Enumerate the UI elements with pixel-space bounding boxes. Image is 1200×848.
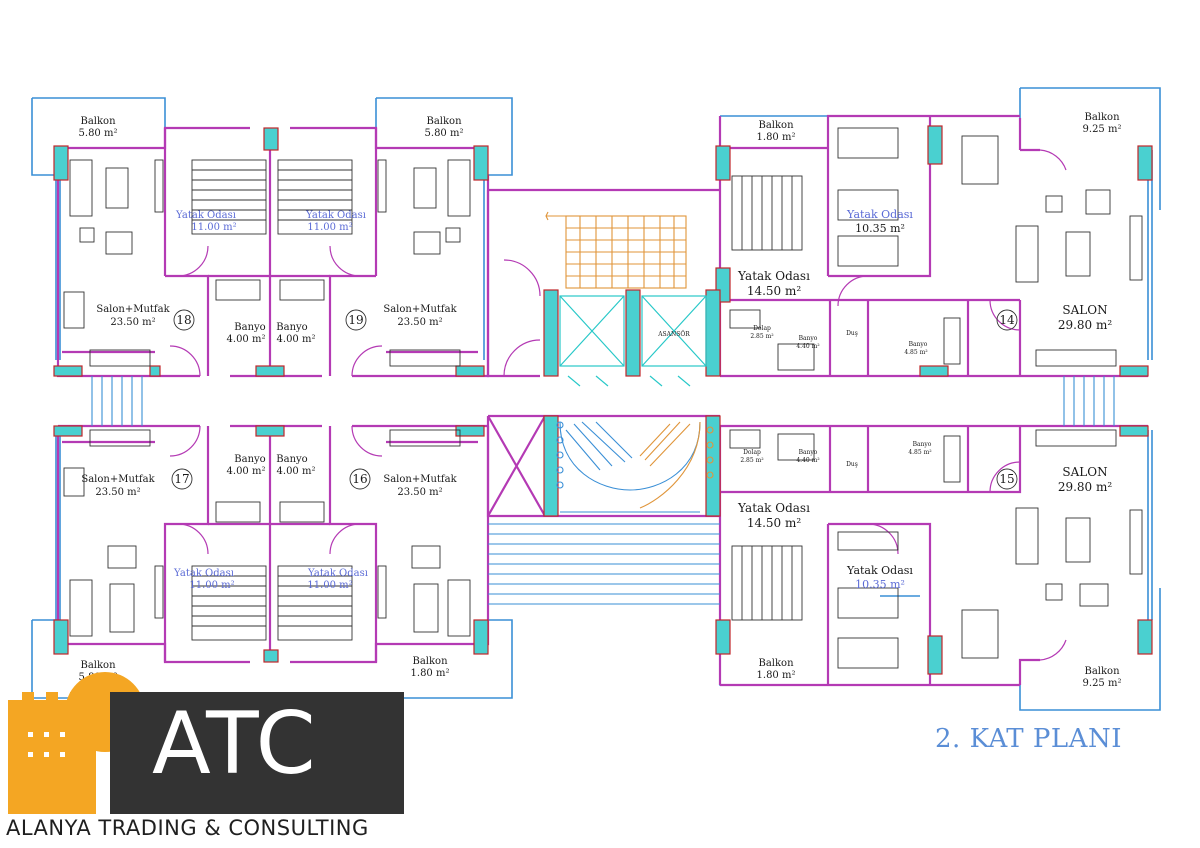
label-u15-dus: Duş [846, 461, 858, 468]
staircase-upper [545, 211, 687, 289]
label-u19-yatak: Yatak Odası [305, 210, 366, 221]
area-u14-dolap: 2.85 m² [750, 333, 774, 340]
logo-wordmark: ATC [152, 694, 318, 794]
logo-dark-panel [110, 692, 404, 814]
area-u14-yatak-big: 14.50 m² [747, 284, 802, 298]
area-u18-yatak: 11.00 m² [191, 222, 236, 233]
area-u17-banyo: 4.00 m² [227, 466, 266, 477]
area-u15-balkon-big: 9.25 m² [1083, 678, 1122, 689]
unit-number-labels: 18 19 14 17 16 15 [174, 313, 1015, 486]
staircase-lower [556, 421, 714, 513]
unit-badge-17 [171, 468, 193, 490]
walls [56, 114, 1148, 687]
balcony-outlines [31, 87, 1161, 711]
area-u17-yatak: 11.00 m² [189, 580, 234, 591]
area-u19-banyo: 4.00 m² [277, 334, 316, 345]
label-u18-salon: Salon+Mutfak [96, 304, 170, 315]
area-u15-yatak-small: 10.35 m² [855, 578, 905, 591]
label-u15-yatak-big: Yatak Odası [737, 501, 810, 515]
label-u19-salon: Salon+Mutfak [383, 304, 457, 315]
label-asansor: ASANSÖR [657, 331, 690, 338]
area-u16-yatak: 11.00 m² [307, 580, 352, 591]
area-u18-banyo: 4.00 m² [227, 334, 266, 345]
label-u18-banyo: Banyo [234, 322, 265, 333]
area-u14-yatak-small: 10.35 m² [855, 222, 905, 235]
unit-number-14: 14 [999, 313, 1015, 327]
label-u14-dolap: Dolap [753, 325, 771, 332]
area-u16-banyo: 4.00 m² [277, 466, 316, 477]
label-u16-balkon: Balkon [412, 656, 448, 667]
room-labels: Balkon 5.80 m² Balkon 5.80 m² Yatak Odas… [79, 112, 1122, 689]
structural-columns [53, 125, 1153, 675]
area-u15-salon: 29.80 m² [1058, 480, 1113, 494]
label-u15-balkon-big: Balkon [1084, 666, 1120, 677]
label-u15-banyo2: Banyo [913, 441, 932, 448]
area-u14-salon: 29.80 m² [1058, 318, 1113, 332]
logo-tower-windows [28, 732, 65, 757]
label-u19-balkon: Balkon [426, 116, 462, 127]
label-u19-banyo: Banyo [276, 322, 307, 333]
label-u15-yatak-small: Yatak Odası [846, 564, 913, 577]
area-u15-banyo2: 4.85 m² [908, 449, 932, 456]
label-u14-yatak-big: Yatak Odası [737, 269, 810, 283]
unit-number-18: 18 [176, 313, 191, 327]
label-u14-banyo2: Banyo [909, 341, 928, 348]
label-u14-balkon-big: Balkon [1084, 112, 1120, 123]
label-u16-salon: Salon+Mutfak [383, 474, 457, 485]
area-u14-banyo1: 4.40 m² [796, 343, 820, 350]
area-u15-yatak-big: 14.50 m² [747, 516, 802, 530]
unit-badge-16 [349, 468, 371, 490]
area-u15-balkon-small: 1.80 m² [757, 670, 796, 681]
elevators [559, 295, 707, 387]
unit-numbers [171, 309, 1018, 490]
area-u15-dolap: 2.85 m² [740, 457, 764, 464]
unit-number-17: 17 [174, 472, 189, 486]
doors [169, 149, 1067, 661]
area-u16-salon: 23.50 m² [397, 487, 442, 498]
area-u17-salon: 23.50 m² [95, 487, 140, 498]
furniture [63, 127, 1143, 669]
label-u16-banyo: Banyo [276, 454, 307, 465]
label-u17-banyo: Banyo [234, 454, 265, 465]
area-u15-banyo1: 4.40 m² [796, 457, 820, 464]
label-u15-salon: SALON [1062, 465, 1107, 479]
label-u17-balkon: Balkon [80, 660, 116, 671]
unit-number-16: 16 [352, 472, 367, 486]
unit-badge-18 [173, 309, 195, 331]
unit-number-19: 19 [348, 313, 363, 327]
label-u15-banyo1: Banyo [799, 449, 818, 456]
label-u14-banyo1: Banyo [799, 335, 818, 342]
plan-title: 2. KAT PLANI [935, 724, 1122, 754]
label-u14-yatak-small: Yatak Odası [846, 208, 913, 221]
area-u19-balkon: 5.80 m² [425, 128, 464, 139]
area-u16-balkon: 1.80 m² [411, 668, 450, 679]
area-u14-balkon-big: 9.25 m² [1083, 124, 1122, 135]
label-u14-balkon-small: Balkon [758, 120, 794, 131]
label-u14-dus: Duş [846, 330, 858, 337]
logo-graphic [8, 672, 404, 814]
label-u17-yatak: Yatak Odası [173, 568, 234, 579]
area-u14-banyo2: 4.85 m² [904, 349, 928, 356]
unit-badge-15 [996, 468, 1018, 490]
logo-tagline: ALANYA TRADING & CONSULTING [6, 816, 369, 840]
area-u14-balkon-small: 1.80 m² [757, 132, 796, 143]
area-u19-yatak: 11.00 m² [307, 222, 352, 233]
area-u18-salon: 23.50 m² [110, 317, 155, 328]
area-u18-balkon: 5.80 m² [79, 128, 118, 139]
label-u16-yatak: Yatak Odası [307, 568, 368, 579]
unit-number-15: 15 [999, 472, 1014, 486]
label-u15-dolap: Dolap [743, 449, 761, 456]
label-u14-salon: SALON [1062, 303, 1107, 317]
label-u18-balkon: Balkon [80, 116, 116, 127]
label-u17-salon: Salon+Mutfak [81, 474, 155, 485]
label-u18-yatak: Yatak Odası [175, 210, 236, 221]
label-u15-balkon-small: Balkon [758, 658, 794, 669]
entrance-steps [91, 376, 1115, 605]
area-u19-salon: 23.50 m² [397, 317, 442, 328]
unit-badge-19 [345, 309, 367, 331]
unit-badge-14 [996, 309, 1018, 331]
logo-tower [8, 692, 96, 814]
